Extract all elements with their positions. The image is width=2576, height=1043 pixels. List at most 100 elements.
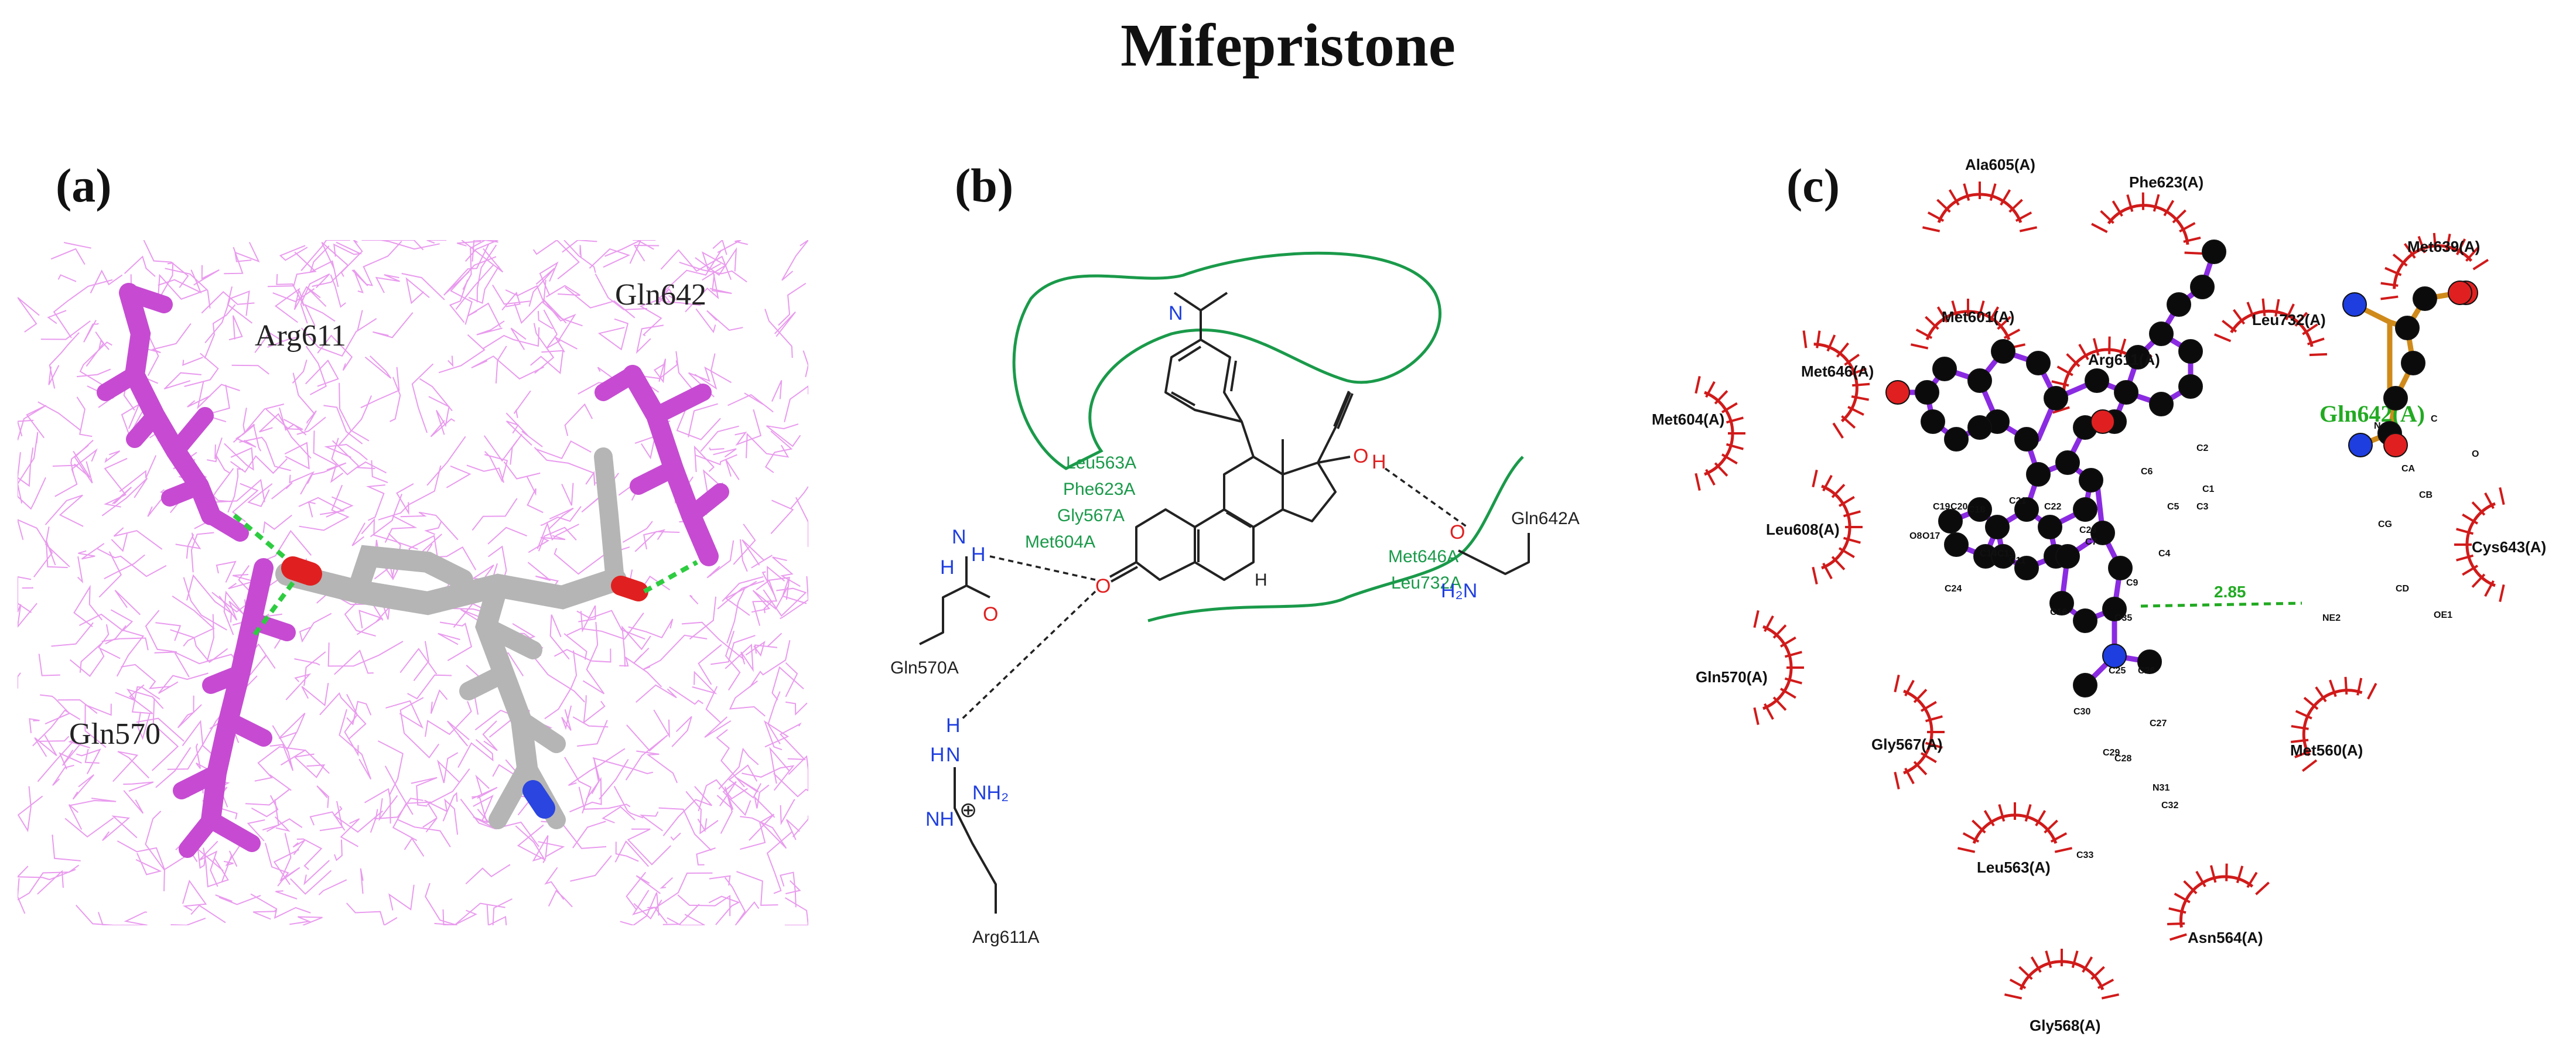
residue-label-leu608: Leu608(A) [1766,521,1840,538]
panel-a-label: (a) [56,159,112,212]
wireframe-segment [190,532,214,573]
wireframe-segment [218,807,238,820]
atom-label-c28: C28 [2114,754,2131,764]
wireframe-segment [467,302,501,328]
carbon-atom [2044,386,2068,411]
wireframe-segment [442,792,458,822]
wireframe-segment [117,840,165,891]
wireframe-segment [528,535,566,553]
atom-n-arg611: N [946,744,961,766]
wireframe-segment [622,521,653,543]
wireframe-segment [532,835,549,863]
nitrogen-atom-n31 [2102,644,2127,668]
carbon-atom [2014,497,2039,522]
wireframe-segment [57,699,98,714]
residue-arg611-sticks [97,283,249,542]
carbon-atom [2102,597,2127,621]
wireframe-segment [725,643,754,672]
wireframe-segment [392,801,431,842]
wireframe-segment [18,405,47,441]
hydrophobic-contacts [1694,182,2505,1000]
panel-a-3d-view: Arg611 Gln642 Gln570 [18,240,808,925]
wireframe-segment [351,269,368,293]
wireframe-segment [752,579,778,626]
wireframe-segment [48,365,60,385]
wireframe-segment [564,286,636,319]
wireframe-segment [29,718,40,734]
wireframe-segment [548,890,573,908]
wireframe-segment [447,355,454,367]
residue-gln642-sticks [595,365,729,566]
wireframe-segment [32,709,81,747]
carbon-atom [2114,380,2138,405]
wireframe-segment [202,384,230,423]
wireframe-segment [733,524,756,565]
wireframe-segment [578,605,596,633]
wireframe-segment [247,819,265,842]
oxygen-atom [2090,409,2115,434]
wireframe-segment [767,691,781,744]
wireframe-segment [537,521,579,549]
atom-o-gln570: O [983,603,998,625]
residue-label-gly567: Gly567(A) [1871,736,1942,753]
wireframe-segment [468,265,500,304]
wireframe-segment [308,501,316,518]
wireframe-segment [34,734,57,757]
wireframe-segment [112,751,149,782]
wireframe-segment [250,893,311,919]
wireframe-segment [346,902,398,925]
wireframe-segment [697,818,708,833]
wireframe-segment [510,327,527,350]
atom-h-arg611-b: H [930,744,945,766]
wireframe-segment [742,539,773,569]
wireframe-segment [717,580,765,610]
atom-label-c11: C11 [2009,556,2026,566]
atom-label-c7: C7 [2085,537,2097,547]
wireframe-segment [186,574,232,623]
wireframe-segment [636,875,661,894]
hbond-line [2140,601,2302,608]
atom-o-ketone: O [1095,575,1111,597]
wireframe-segment [694,353,718,390]
wireframe-segment [254,332,283,353]
wireframe-segment [364,355,392,379]
wireframe-segment [643,529,665,550]
wireframe-segment [299,484,350,531]
wireframe-segment [563,240,596,273]
wireframe-segment [112,487,132,505]
wireframe-segment [193,265,220,286]
wireframe-segment [204,304,236,359]
wireframe-segment [802,350,808,378]
atom-label-o8: O8 [1909,531,1922,541]
wireframe-segment [604,240,642,264]
wireframe-segment [131,686,160,714]
wireframe-segment [487,526,527,545]
wireframe-segment [455,902,505,925]
wireframe-segment [660,877,674,889]
wireframe-segment [339,709,372,780]
wireframe-segment [136,717,185,742]
wireframe-segment [90,269,123,293]
wireframe-segment [514,301,583,327]
wireframe-segment [351,522,365,546]
wireframe-segment [484,451,508,483]
wireframe-segment [530,350,564,374]
wireframe-segment [259,413,312,459]
hydrophobic-residue-labels: Ala605(A) Phe623(A) Met639(A) Met601(A) … [1652,156,2546,1034]
wireframe-segment [177,695,202,729]
wireframe-segment [18,432,39,504]
oxygen-atom-oe1 [2383,433,2408,457]
atom-label-o17: O17 [1922,531,1940,541]
wireframe-segment [676,405,721,440]
wireframe-segment [425,883,457,925]
hydrophobic-contact-arc [2167,863,2270,941]
wireframe-segment [766,423,801,447]
wireframe-segment [597,318,629,351]
wireframe-segment [147,334,159,377]
wireframe-segment [385,700,424,729]
wireframe-segment [407,674,452,700]
carbon-atom [1921,409,1945,434]
wireframe-segment [73,584,103,627]
wireframe-segment [296,416,326,435]
carbon-atom [2149,322,2174,346]
